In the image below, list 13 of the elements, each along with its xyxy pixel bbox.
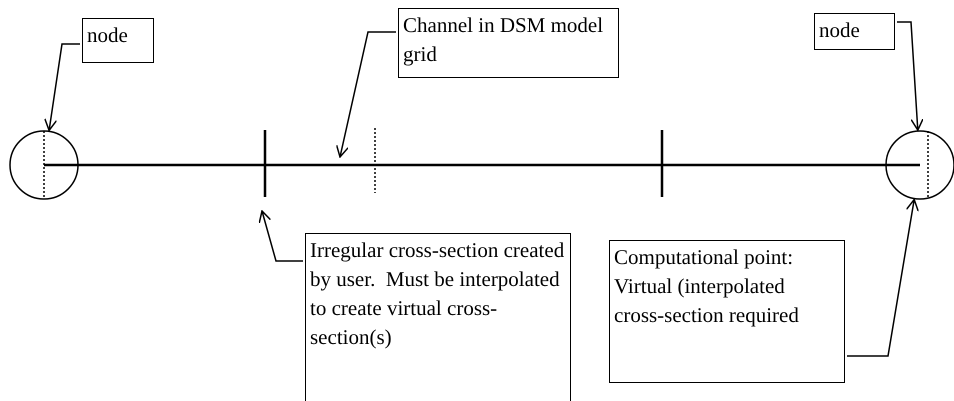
leader-line xyxy=(258,210,303,262)
leader-line xyxy=(44,43,80,132)
channel-line xyxy=(44,164,920,166)
cross-section-tick xyxy=(264,130,266,197)
leader-line xyxy=(847,198,920,357)
callout-box: Irregular cross-section created by user. Must be interpolated to create virtual cross-section(s) xyxy=(305,233,571,401)
callout-box: Computational point: Virtual (interpolated cross-section required xyxy=(609,240,845,383)
leader-line xyxy=(897,21,924,131)
node-circle xyxy=(9,130,79,200)
callout-box: Channel in DSM model grid xyxy=(398,8,619,78)
leader-line xyxy=(336,31,396,158)
callout-box: node xyxy=(814,13,895,50)
callout-box: node xyxy=(82,18,154,63)
